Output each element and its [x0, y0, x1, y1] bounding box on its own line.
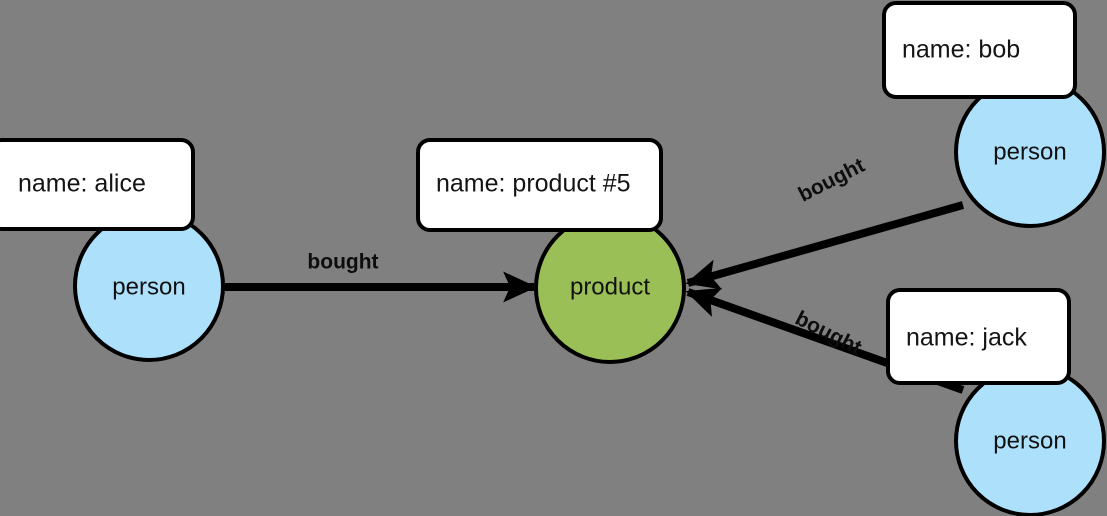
- node-label-product5: product: [570, 273, 650, 300]
- tooltip-bob: name: bob: [882, 1, 1077, 99]
- tooltip-box: [886, 288, 1071, 385]
- nodes-layer: [73, 76, 1106, 516]
- edge-line[interactable]: [685, 201, 965, 290]
- tooltip-label: name: bob: [902, 36, 1020, 64]
- tooltip-alice: name: alice: [0, 138, 195, 231]
- edge-label-bob-bought-product: bought: [795, 154, 869, 207]
- node-label-alice: person: [112, 273, 185, 300]
- edge-bob-bought-product[interactable]: [685, 201, 965, 290]
- tooltip-label: name: alice: [18, 170, 146, 198]
- tooltip-box: [416, 138, 663, 232]
- tooltip-box: [0, 138, 195, 231]
- tooltip-product5: name: product #5: [416, 138, 663, 232]
- edge-label-alice-bought-product: bought: [307, 251, 378, 274]
- node-labels-layer: person product person person: [112, 138, 1066, 454]
- tooltip-box: [882, 1, 1077, 99]
- node-label-bob: person: [993, 138, 1066, 165]
- tooltips-layer: name: alice name: product #5 name: bob n…: [0, 1, 1077, 385]
- tooltip-jack: name: jack: [886, 288, 1071, 385]
- node-label-jack: person: [993, 427, 1066, 454]
- tooltip-label: name: jack: [906, 324, 1027, 352]
- tooltip-label: name: product #5: [436, 170, 631, 198]
